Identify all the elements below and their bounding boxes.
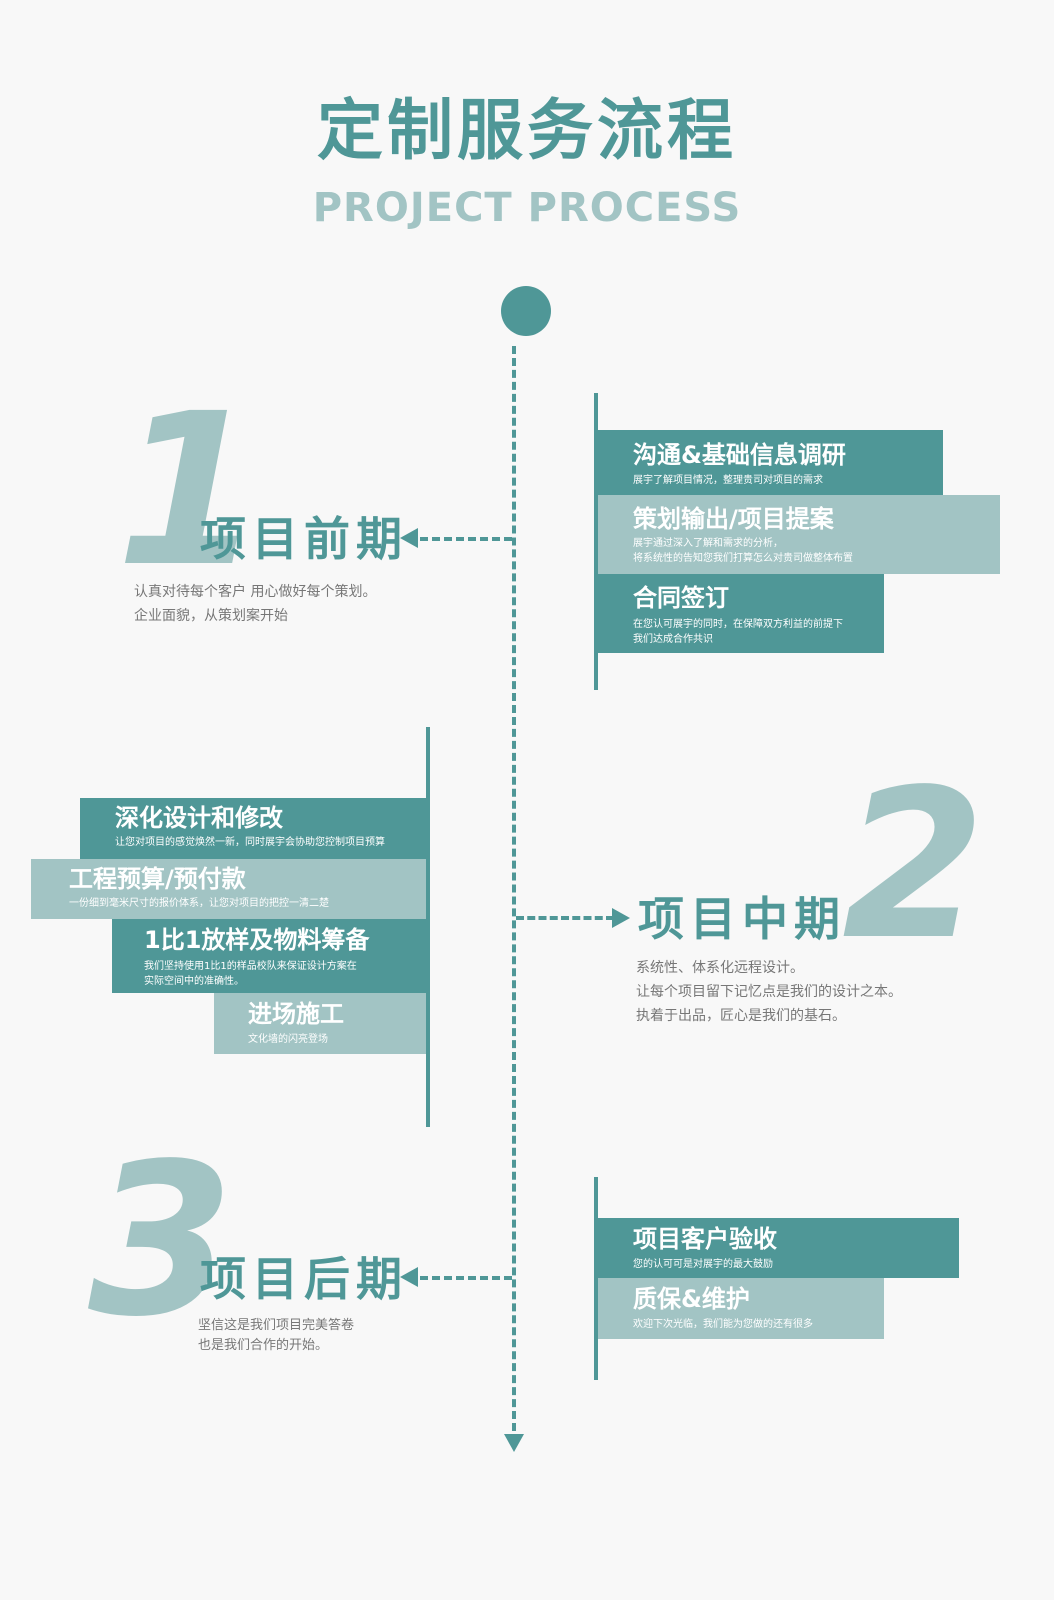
phase2-desc-line: 让每个项目留下记忆点是我们的设计之本。 [636, 984, 902, 1000]
phase3-desc-line: 也是我们合作的开始。 [198, 1338, 329, 1353]
step-customer-acceptance: 项目客户验收 您的认可可是对展宇的最大鼓励 [598, 1218, 959, 1278]
step-desc: 我们达成合作共识 [633, 634, 713, 645]
step-desc: 让您对项目的感觉焕然一新，同时展宇会协助您控制项目预算 [115, 837, 385, 848]
step-desc: 欢迎下次光临，我们能为您做的还有很多 [633, 1319, 813, 1330]
phase2-desc-line: 执着于出品，匠心是我们的基石。 [636, 1008, 846, 1024]
step-title: 深化设计和修改 [115, 804, 283, 832]
phase1-number: 1 [116, 368, 263, 613]
step-construction: 进场施工 文化墙的闪亮登场 [214, 993, 426, 1054]
phase1-steps-bar [594, 393, 598, 690]
step-desc: 您的认可可是对展宇的最大鼓励 [633, 1259, 773, 1270]
timeline-dashed-line [512, 346, 516, 1431]
phase3-arrow-icon [400, 1267, 418, 1287]
phase3-steps-bar [594, 1177, 598, 1380]
step-desc: 一份细到毫米尺寸的报价体系，让您对项目的把控一清二楚 [69, 898, 329, 909]
phase1-desc: 认真对待每个客户 用心做好每个策划。 企业面貌，从策划案开始 [134, 580, 376, 628]
phase1-connector [420, 537, 512, 541]
step-desc: 实际空间中的准确性。 [144, 976, 244, 987]
step-title: 策划输出/项目提案 [633, 505, 834, 533]
step-sampling-materials: 1比1放样及物料筹备 我们坚持使用1比1的样品校队来保证设计方案在 实际空间中的… [112, 919, 426, 993]
phase2-arrow-icon [612, 908, 630, 928]
step-planning-proposal: 策划输出/项目提案 展宇通过深入了解和需求的分析， 将系统性的告知您我们打算怎么… [598, 495, 1000, 574]
phase2-desc: 系统性、体系化远程设计。 让每个项目留下记忆点是我们的设计之本。 执着于出品，匠… [636, 956, 902, 1028]
phase3-title: 项目后期 [200, 1252, 408, 1306]
step-communication-research: 沟通&基础信息调研 展宇了解项目情况，整理贵司对项目的需求 [598, 430, 943, 495]
step-desc: 我们坚持使用1比1的样品校队来保证设计方案在 [144, 961, 357, 972]
step-desc: 展宇通过深入了解和需求的分析， [633, 538, 783, 549]
phase2-steps-bar [426, 727, 430, 1127]
page-title: 定制服务流程 [317, 92, 737, 169]
phase1-desc-line: 企业面貌，从策划案开始 [134, 608, 288, 624]
step-desc: 将系统性的告知您我们打算怎么对贵司做整体布置 [633, 553, 853, 564]
page-subtitle: PROJECT PROCESS [312, 185, 742, 231]
step-deep-design: 深化设计和修改 让您对项目的感觉焕然一新，同时展宇会协助您控制项目预算 [80, 798, 426, 859]
phase2-connector [516, 916, 614, 920]
phase3-connector [420, 1276, 512, 1280]
phase3-desc: 坚信这是我们项目完美答卷 也是我们合作的开始。 [198, 1316, 354, 1356]
step-title: 项目客户验收 [633, 1225, 777, 1253]
step-budget-prepayment: 工程预算/预付款 一份细到毫米尺寸的报价体系，让您对项目的把控一清二楚 [31, 859, 426, 919]
phase1-title: 项目前期 [200, 512, 408, 566]
phase3-desc-line: 坚信这是我们项目完美答卷 [198, 1318, 355, 1333]
step-title: 质保&维护 [633, 1285, 750, 1313]
step-desc: 在您认可展宇的同时，在保障双方利益的前提下 [633, 619, 843, 630]
phase2-desc-line: 系统性、体系化远程设计。 [636, 960, 804, 976]
phase1-arrow-icon [400, 528, 418, 548]
phase3-number: 3 [88, 1118, 235, 1363]
phase1-desc-line: 认真对待每个客户 用心做好每个策划。 [134, 584, 377, 600]
timeline-start-dot [501, 286, 551, 336]
timeline-end-arrow-icon [504, 1434, 524, 1452]
step-title: 1比1放样及物料筹备 [144, 926, 370, 954]
step-warranty-maintenance: 质保&维护 欢迎下次光临，我们能为您做的还有很多 [598, 1278, 884, 1339]
step-desc: 文化墙的闪亮登场 [248, 1034, 328, 1045]
phase2-title: 项目中期 [638, 892, 846, 946]
step-title: 进场施工 [248, 1000, 344, 1028]
step-contract-signing: 合同签订 在您认可展宇的同时，在保障双方利益的前提下 我们达成合作共识 [598, 574, 884, 653]
step-title: 合同签订 [633, 584, 729, 612]
step-title: 工程预算/预付款 [69, 865, 246, 893]
step-title: 沟通&基础信息调研 [633, 441, 846, 469]
phase2-number: 2 [842, 745, 986, 985]
step-desc: 展宇了解项目情况，整理贵司对项目的需求 [633, 475, 823, 486]
